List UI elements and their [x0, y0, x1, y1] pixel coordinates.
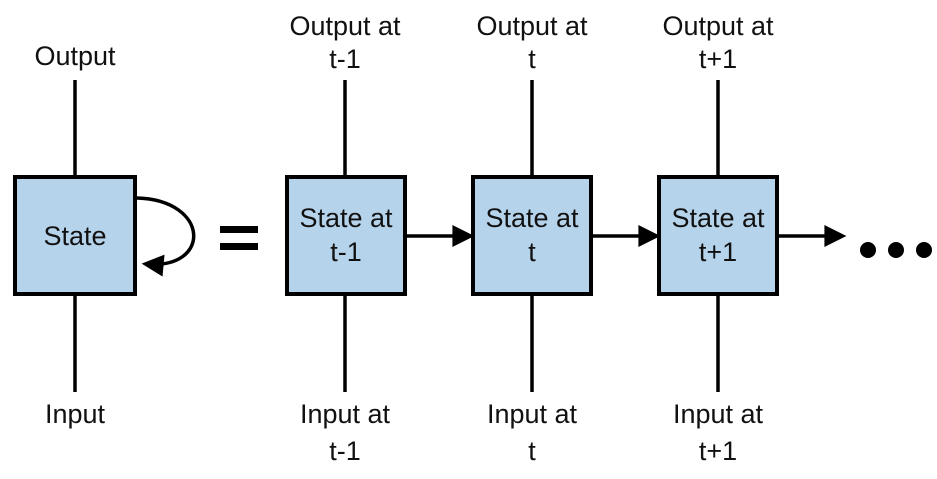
step-state-box [657, 175, 779, 296]
step-state-label-line1: State at [299, 203, 393, 233]
step-input-label-line2: t-1 [329, 436, 361, 466]
continuation-ellipsis: • • • [860, 242, 932, 258]
step-output-label-line1: Output at [289, 11, 401, 41]
step-output-label-line2: t [528, 44, 536, 74]
folded-rnn: Output State Input [13, 41, 196, 429]
step-output-label-line2: t+1 [699, 44, 737, 74]
step-state-label-line2: t [528, 237, 536, 267]
folded-output-label: Output [34, 41, 116, 71]
step-state-label-line2: t+1 [699, 237, 737, 267]
step-t-plus-1: Output at t+1 State at t+1 Input at t+1 [657, 11, 779, 466]
step-state-box [471, 175, 593, 296]
step-state-label-line1: State at [671, 203, 765, 233]
step-state-label-line2: t-1 [330, 237, 362, 267]
step-output-label-line1: Output at [662, 11, 774, 41]
step-state-label-line1: State at [485, 203, 579, 233]
step-input-label-line1: Input at [300, 399, 391, 429]
step-state-box [285, 175, 407, 296]
recurrent-loop-arrow [136, 196, 196, 277]
step-input-label-line1: Input at [487, 399, 578, 429]
folded-input-label: Input [45, 399, 106, 429]
folded-state-label: State [43, 221, 106, 251]
step-input-label-line2: t+1 [699, 436, 737, 466]
equals-sign: = [220, 226, 258, 250]
step-output-label-line2: t-1 [329, 44, 361, 74]
step-input-label-line1: Input at [673, 399, 764, 429]
step-t-minus-1: Output at t-1 State at t-1 Input at t-1 [285, 11, 407, 466]
step-t: Output at t State at t Input at t [471, 11, 593, 466]
step-input-label-line2: t [528, 436, 536, 466]
step-output-label-line1: Output at [476, 11, 588, 41]
